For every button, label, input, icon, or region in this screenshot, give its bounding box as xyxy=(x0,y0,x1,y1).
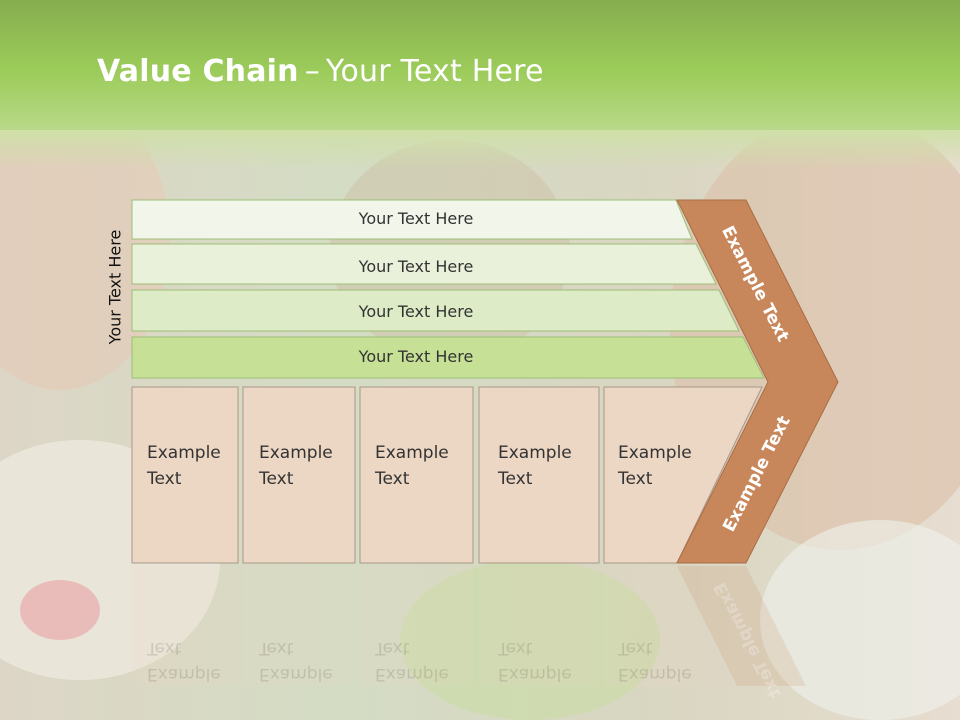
title-bold: Value Chain xyxy=(97,54,299,89)
slide-title: Value Chain–Your Text Here xyxy=(97,54,544,89)
box-2-line-1: Example xyxy=(259,443,333,463)
box-2-line-2: Text xyxy=(259,469,294,489)
activity-box-2-text: Example Text xyxy=(259,440,333,492)
reflection xyxy=(132,566,806,686)
activity-box-2 xyxy=(242,386,356,564)
band-1 xyxy=(131,199,693,240)
activity-box-1 xyxy=(131,386,239,564)
box-1-line-2: Text xyxy=(147,469,182,489)
band-2 xyxy=(131,243,717,285)
activity-box-5-text: Example Text xyxy=(618,440,692,492)
activity-box-4 xyxy=(478,386,600,564)
box-5-line-1: Example xyxy=(618,443,692,463)
chevron-arrow xyxy=(676,199,839,564)
box-3-line-1: Example xyxy=(375,443,449,463)
box-1-line-1: Example xyxy=(147,443,221,463)
band-3-label: Your Text Here xyxy=(358,302,474,321)
title-separator: – xyxy=(304,54,320,89)
band-4-label: Your Text Here xyxy=(358,347,474,366)
band-2-label: Your Text Here xyxy=(358,257,474,276)
title-rest: Your Text Here xyxy=(325,54,544,89)
activity-box-3-text: Example Text xyxy=(375,440,449,492)
activity-box-4-text: Example Text xyxy=(498,440,572,492)
activity-box-1-text: Example Text xyxy=(147,440,221,492)
box-3-line-2: Text xyxy=(375,469,410,489)
band-3 xyxy=(131,289,740,332)
box-4-line-1: Example xyxy=(498,443,572,463)
box-4-line-2: Text xyxy=(498,469,533,489)
activity-box-3 xyxy=(359,386,474,564)
box-5-line-2: Text xyxy=(618,469,653,489)
band-4 xyxy=(131,336,765,379)
band-1-label: Your Text Here xyxy=(358,209,474,228)
